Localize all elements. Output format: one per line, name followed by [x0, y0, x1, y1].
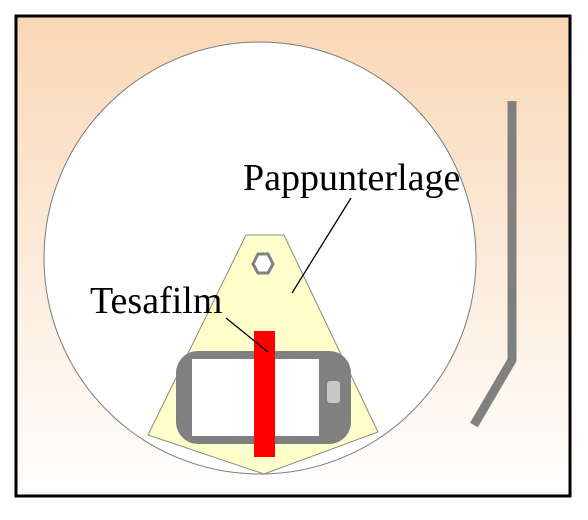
- tesafilm-label: Tesafilm: [90, 280, 222, 322]
- tonearm: [470, 101, 517, 428]
- pappunterlage-leader-line: [291, 197, 352, 294]
- tape-strip: [254, 331, 275, 457]
- phone-home-button: [327, 381, 340, 403]
- pappunterlage-label: Pappunterlage: [243, 157, 460, 199]
- spindle-hole: [251, 252, 275, 275]
- tesafilm-leader-line: [225, 317, 269, 353]
